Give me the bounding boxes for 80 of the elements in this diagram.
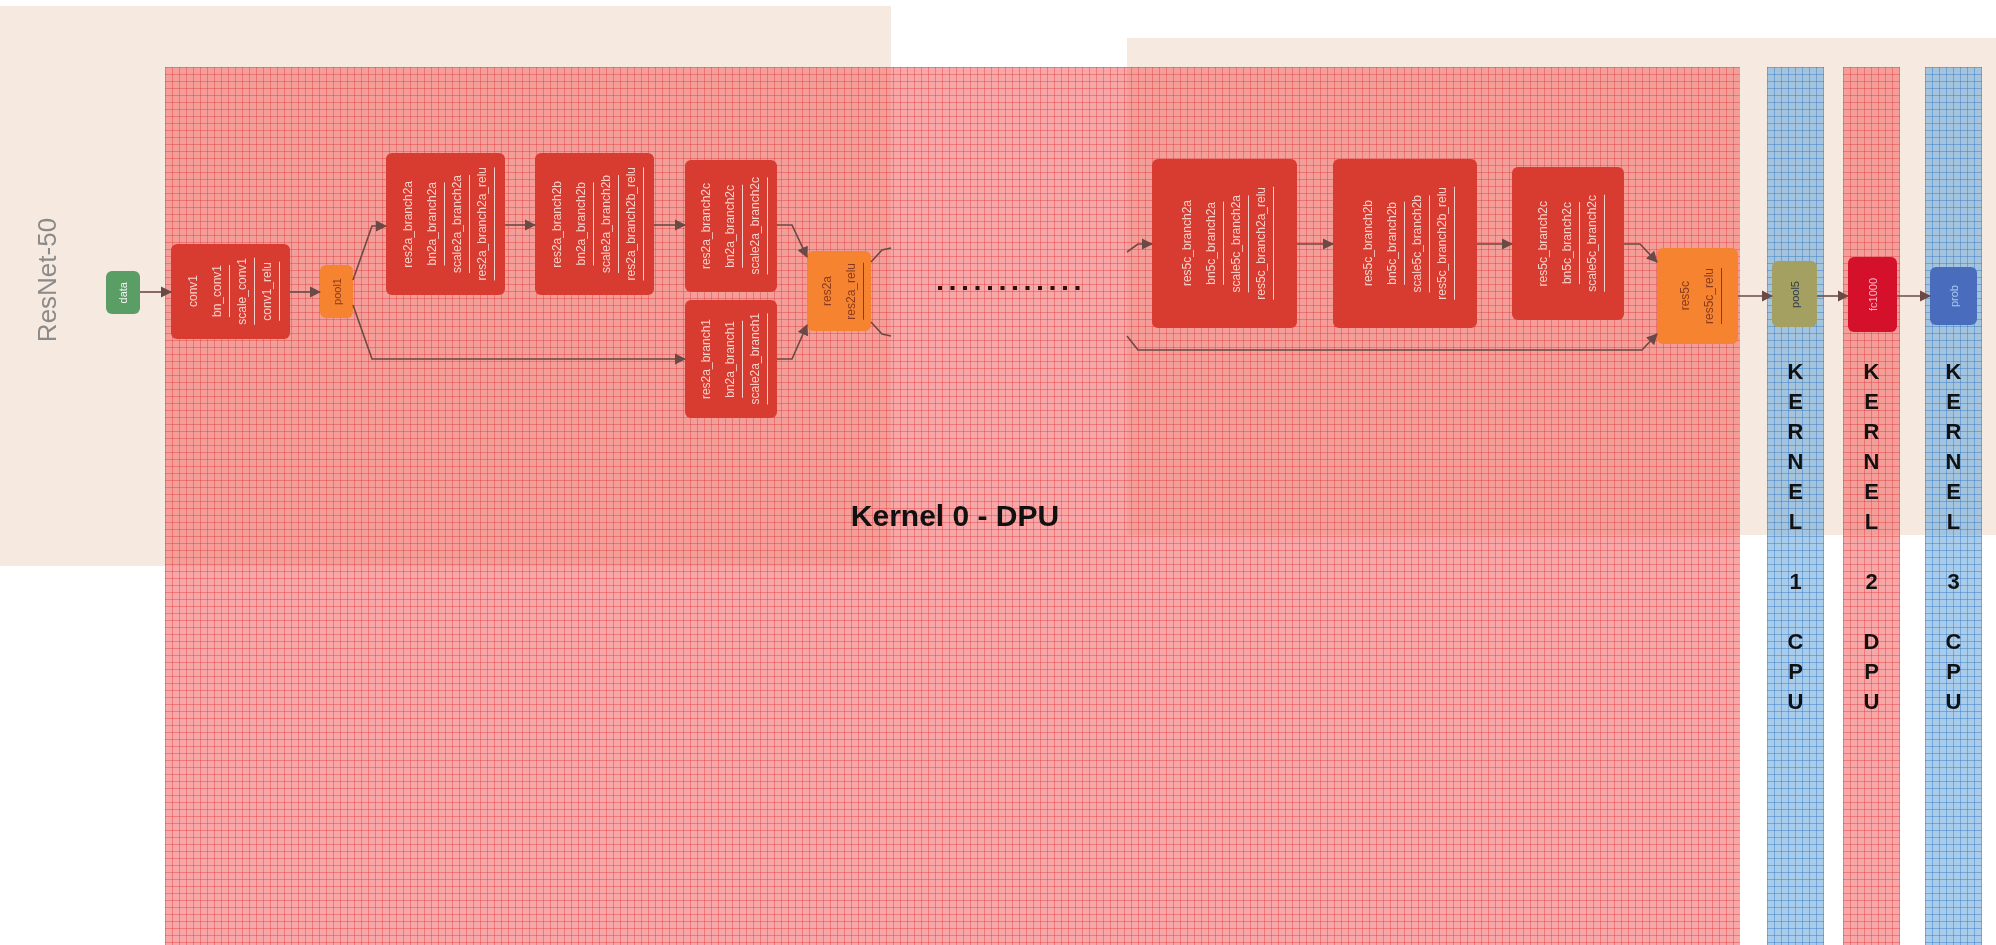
layer-name: bn2a_branch1 — [718, 320, 743, 398]
layer-name: res2a — [818, 276, 835, 306]
layer-name: fc1000 — [1865, 278, 1880, 311]
layer-name: res5c_branch2b_relu — [1429, 187, 1455, 300]
layer-box — [1930, 267, 1977, 325]
kernel-label: KERNEL 2 DPU — [1862, 358, 1881, 716]
layer-box — [1152, 159, 1297, 328]
layer-box — [1772, 261, 1817, 327]
layer-name: scale_conv1 — [230, 258, 255, 325]
arrow — [1476, 238, 1514, 250]
layer-name: res2a_branch2a — [400, 180, 416, 268]
kernel-band — [1925, 67, 1982, 945]
layer-name: bn5c_branch2b — [1379, 202, 1405, 285]
layer-box — [171, 244, 290, 339]
layer-box — [1512, 167, 1624, 320]
kernel-band — [165, 67, 1740, 945]
layer-name: scale5c_branch2c — [1580, 195, 1605, 292]
arrow — [870, 321, 892, 337]
layer-name: bn2a_branch2b — [569, 182, 594, 266]
layer-name: scale5c_branch2a — [1224, 194, 1249, 293]
layer-box — [535, 153, 654, 295]
layer-name: res5c_branch2c — [1535, 200, 1551, 287]
kernel-label: KERNEL 3 CPU — [1944, 358, 1963, 716]
kernel-band — [1843, 67, 1900, 945]
layer-box — [807, 251, 871, 331]
layer-name: bn5c_branch2c — [1555, 202, 1580, 285]
kernel-band — [1767, 67, 1824, 945]
layer-name: scale2a_branch2b — [594, 174, 619, 274]
arrow — [1126, 333, 1658, 351]
arrow — [352, 304, 687, 365]
layer-name: res2a_relu — [838, 262, 864, 320]
layer-name: res5c_branch2a_relu — [1249, 187, 1274, 300]
layer-name: conv1_relu — [255, 262, 280, 321]
arrow — [1737, 290, 1774, 302]
layer-name: pool5 — [1787, 280, 1802, 308]
arrow — [776, 324, 809, 360]
arrow — [1816, 290, 1850, 302]
arrow — [1126, 238, 1154, 253]
arrow — [1896, 290, 1932, 302]
layer-name: conv1 — [185, 275, 201, 308]
layer-name: data — [116, 281, 130, 304]
arrow — [289, 286, 322, 298]
layer-name: bn2a_branch2c — [718, 184, 743, 268]
layer-name: prob — [1946, 285, 1961, 307]
layer-name: scale2a_branch2a — [445, 174, 470, 274]
arrow — [139, 286, 173, 298]
layer-name: res5c_branch2a — [1179, 200, 1195, 287]
arrow — [1623, 243, 1658, 263]
layer-name: pool1 — [329, 278, 344, 305]
layer-name: res5c_branch2b — [1359, 200, 1376, 287]
arrow — [776, 224, 808, 258]
layer-name: bn_conv1 — [205, 265, 230, 318]
layer-name: scale2a_branch2c — [743, 177, 768, 275]
arrow — [1296, 238, 1335, 250]
arrow — [352, 220, 388, 281]
layer-name: res5c — [1677, 281, 1693, 311]
arrow — [504, 219, 537, 231]
layer-box — [386, 153, 505, 295]
arrow — [870, 247, 892, 263]
layer-name: res5c_relu — [1697, 268, 1722, 324]
layer-name: res2a_branch2b — [549, 180, 565, 268]
layer-box — [106, 271, 140, 314]
layer-name: res2a_branch2a_relu — [470, 167, 495, 281]
kernel-label: Kernel 0 - DPU — [850, 499, 1060, 533]
layer-box — [1333, 159, 1477, 328]
layer-name: scale2a_branch1 — [743, 313, 768, 405]
layer-name: res2a_branch2b_relu — [619, 167, 644, 281]
layer-name: res2a_branch1 — [698, 318, 714, 400]
layer-name: res2a_branch2c — [698, 182, 714, 270]
layer-name: bn2a_branch2a — [420, 182, 445, 266]
layer-box — [1848, 257, 1897, 332]
arrow — [653, 219, 687, 231]
layer-box — [685, 300, 777, 418]
kernel-label: KERNEL 1 CPU — [1786, 358, 1805, 716]
layer-box — [320, 265, 353, 318]
network-name: ResNet-50 — [31, 217, 63, 343]
layer-box — [1657, 248, 1738, 344]
layer-name: bn5c_branch2a — [1199, 202, 1224, 285]
layer-name: scale5c_branch2b — [1404, 194, 1430, 293]
layer-box — [685, 160, 777, 292]
